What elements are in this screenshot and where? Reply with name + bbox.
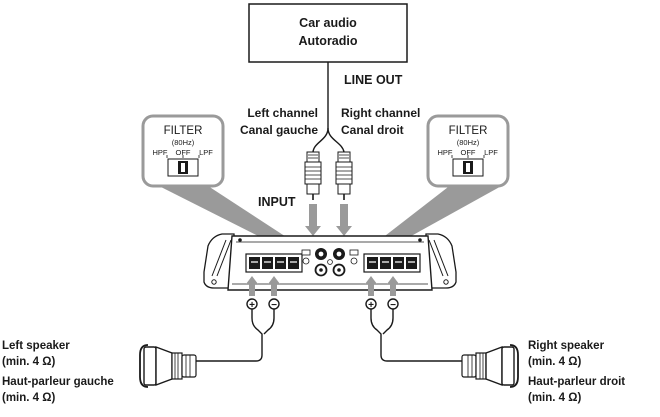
- right-speaker-cable: [370, 309, 462, 362]
- right-plus-terminal-marker: +: [365, 298, 377, 311]
- left-speaker-cable: [196, 309, 263, 362]
- input-label: INPUT: [258, 195, 296, 209]
- left-plus-arrow: [246, 276, 258, 296]
- plus-icon: +: [249, 300, 255, 311]
- minus-icon: −: [271, 300, 277, 311]
- right-speaker-impedance: (min. 4 Ω): [528, 356, 581, 368]
- autoradio-label: Autoradio: [298, 34, 357, 48]
- line-out-label: LINE OUT: [344, 73, 403, 87]
- filter-frequency: (80Hz): [457, 138, 480, 147]
- right-speaker-label: Right speaker: [528, 340, 605, 352]
- left-speaker-impedance: (min. 4 Ω): [2, 356, 55, 368]
- left-filter-callout: FILTER (80Hz) HPF OFF LPF: [141, 114, 225, 188]
- filter-off-label: OFF: [461, 148, 476, 157]
- left-speaker-label-fr: Haut-parleur gauche: [2, 376, 114, 388]
- amp-gain-knob-left[interactable]: [302, 257, 310, 265]
- filter-hpf-label: HPF: [153, 148, 168, 157]
- amplifier: [203, 233, 457, 291]
- left-filter-callout-pointer: [155, 184, 300, 250]
- right-filter-callout-pointer: [372, 184, 505, 250]
- rca-input-jacks[interactable]: [314, 248, 346, 277]
- right-speaker-terminal[interactable]: [363, 253, 421, 273]
- right-rca-cable: [327, 127, 345, 153]
- left-minus-arrow: [268, 276, 280, 296]
- filter-lpf-label: LPF: [199, 148, 213, 157]
- filter-frequency: (80Hz): [172, 138, 195, 147]
- filter-title: FILTER: [164, 125, 203, 137]
- right-channel-label-fr: Canal droit: [341, 123, 404, 137]
- right-speaker-label-fr: Haut-parleur droit: [528, 376, 625, 388]
- right-speaker-impedance-fr: (min. 4 Ω): [528, 392, 581, 404]
- right-speaker: [461, 344, 519, 388]
- minus-icon: −: [390, 300, 396, 311]
- filter-title: FILTER: [449, 125, 488, 137]
- amp-gain-knob-right[interactable]: [350, 257, 358, 265]
- left-speaker-impedance-fr: (min. 4 Ω): [2, 392, 55, 404]
- left-rca-plug: [304, 151, 322, 200]
- filter-off-label: OFF: [176, 148, 191, 157]
- amp-filter-switch-right[interactable]: [349, 249, 359, 256]
- filter-hpf-label: HPF: [438, 148, 453, 157]
- left-channel-label-fr: Canal gauche: [240, 123, 318, 137]
- right-minus-arrow: [387, 276, 399, 296]
- plus-icon: +: [368, 300, 374, 311]
- left-speaker: [139, 344, 197, 388]
- right-filter-callout: FILTER (80Hz) HPF OFF LPF: [426, 114, 510, 188]
- left-insert-arrow: [305, 204, 321, 236]
- left-channel-label: Left channel: [247, 106, 318, 120]
- left-speaker-label: Left speaker: [2, 340, 70, 352]
- right-channel-label: Right channel: [341, 106, 420, 120]
- right-rca-plug: [335, 151, 353, 200]
- car-audio-unit: Car audio Autoradio: [248, 3, 408, 63]
- right-plus-arrow: [365, 276, 377, 296]
- amp-filter-switch-left[interactable]: [301, 249, 311, 256]
- right-insert-arrow: [336, 204, 352, 236]
- left-speaker-terminal[interactable]: [245, 253, 303, 273]
- car-audio-label: Car audio: [299, 16, 357, 30]
- filter-lpf-label: LPF: [484, 148, 498, 157]
